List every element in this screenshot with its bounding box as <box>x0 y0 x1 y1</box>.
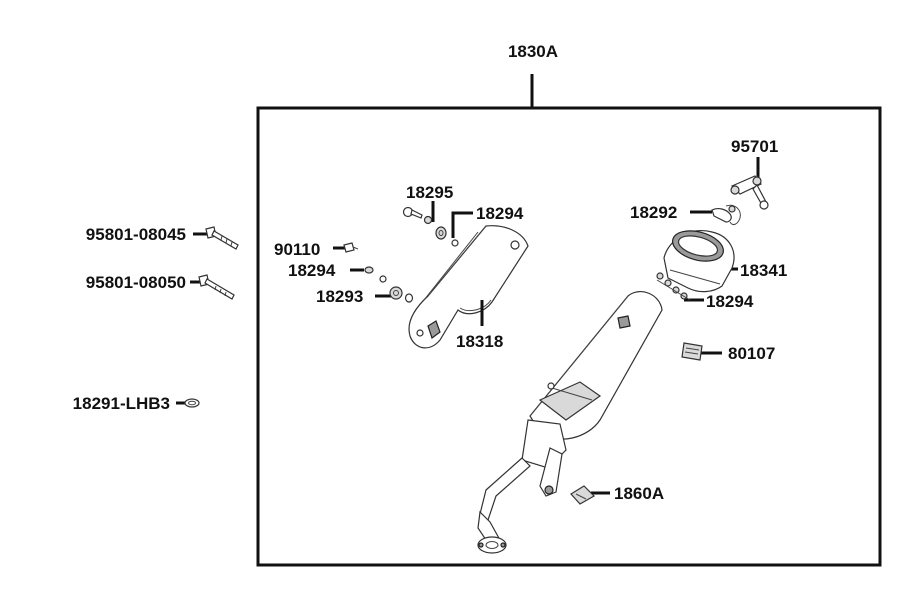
label-18318: 18318 <box>456 332 503 351</box>
clamp-18292 <box>690 204 741 226</box>
label-1860a: 1860A <box>614 484 664 503</box>
washers-18294-right <box>656 272 704 302</box>
assembly-label: 1830A <box>508 42 558 61</box>
label-18341: 18341 <box>740 261 787 280</box>
end-cap-18341 <box>663 230 738 293</box>
label-18293: 18293 <box>316 287 363 306</box>
label-plate-80107 <box>681 342 722 361</box>
label-18292: 18292 <box>630 203 677 222</box>
label-95701: 95701 <box>731 137 778 156</box>
label-18294-left: 18294 <box>288 261 336 280</box>
label-95801-08050: 95801-08050 <box>86 273 186 292</box>
plate-1860a <box>570 485 610 505</box>
label-18291-lhb3: 18291-LHB3 <box>73 394 170 413</box>
label-18294-top: 18294 <box>476 204 524 223</box>
nut-18293 <box>375 286 414 303</box>
bolt-95801-08050 <box>190 274 235 300</box>
screw-90110 <box>333 242 359 253</box>
label-18294-right: 18294 <box>706 292 754 311</box>
washer-18294-left <box>350 266 387 283</box>
label-18295: 18295 <box>406 183 453 202</box>
bracket-95701 <box>730 157 769 210</box>
label-80107: 80107 <box>728 344 775 363</box>
muffler-body <box>477 291 663 554</box>
bolt-95801-08045 <box>193 226 239 250</box>
label-90110: 90110 <box>274 240 320 259</box>
gasket-18291-lhb3 <box>176 398 200 408</box>
screw-18295 <box>402 201 435 225</box>
heat-shield-18318 <box>408 225 529 349</box>
washer-18294-top <box>435 211 473 247</box>
assembly-frame <box>256 106 882 567</box>
label-95801-08045: 95801-08045 <box>86 225 186 244</box>
